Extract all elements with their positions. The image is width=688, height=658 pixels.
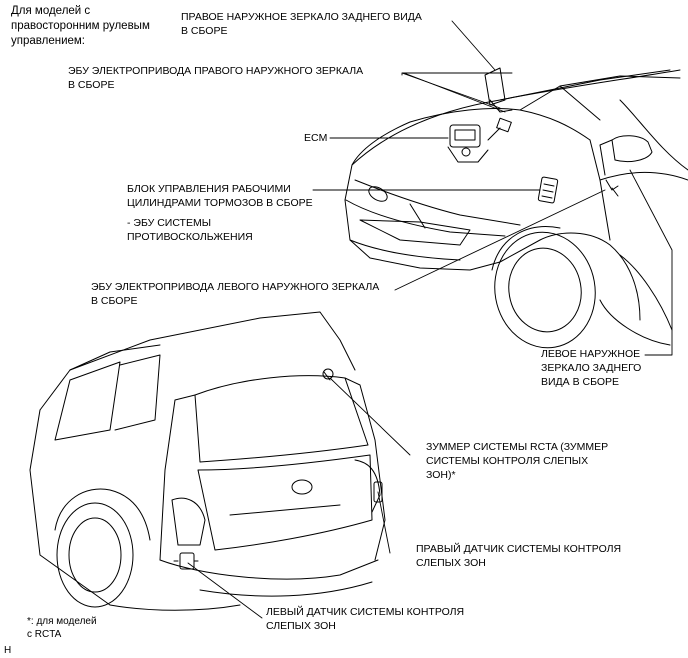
leader-lines bbox=[187, 20, 673, 619]
note-rhd-models: Для моделей с правосторонним рулевым упр… bbox=[11, 5, 150, 47]
footnote-rcta: *: для моделей с RCTA bbox=[27, 616, 97, 640]
label-ecm: ECM bbox=[304, 132, 328, 144]
front-vehicle bbox=[344, 67, 688, 349]
label-right-sensor: ПРАВЫЙ ДАТЧИК СИСТЕМЫ КОНТРОЛЯ СЛЕПЫХ ЗО… bbox=[416, 543, 622, 569]
label-brake-block: БЛОК УПРАВЛЕНИЯ РАБОЧИМИ ЦИЛИНДРАМИ ТОРМ… bbox=[127, 183, 313, 209]
label-left-mirror-ecu: ЭБУ ЭЛЕКТРОПРИВОДА ЛЕВОГО НАРУЖНОГО ЗЕРК… bbox=[91, 281, 380, 307]
label-left-sensor: ЛЕВЫЙ ДАТЧИК СИСТЕМЫ КОНТРОЛЯ СЛЕПЫХ ЗОН bbox=[266, 606, 465, 632]
label-right-mirror: ПРАВОЕ НАРУЖНОЕ ЗЕРКАЛО ЗАДНЕГО ВИДА В С… bbox=[181, 11, 422, 37]
label-skid-ecu: - ЭБУ СИСТЕМЫ ПРОТИВОСКОЛЬЖЕНИЯ bbox=[127, 217, 253, 243]
label-rcta-buzzer: ЗУММЕР СИСТЕМЫ RCTA (ЗУММЕР СИСТЕМЫ КОНТ… bbox=[426, 441, 609, 481]
corner-code: H bbox=[4, 645, 12, 656]
label-right-mirror-ecu: ЭБУ ЭЛЕКТРОПРИВОДА ПРАВОГО НАРУЖНОГО ЗЕР… bbox=[68, 65, 364, 91]
label-left-mirror: ЛЕВОЕ НАРУЖНОЕ ЗЕРКАЛО ЗАДНЕГО ВИДА В СБ… bbox=[541, 348, 642, 388]
rear-vehicle bbox=[29, 311, 386, 611]
